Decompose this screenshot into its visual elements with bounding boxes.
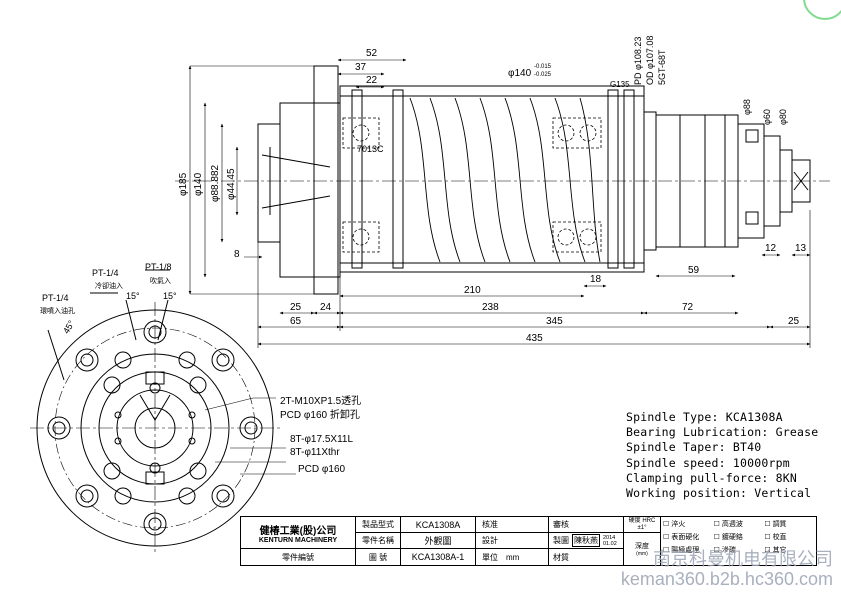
- port-air-code: PT-1/8: [145, 262, 172, 272]
- checkbox-icon: ☐: [713, 521, 722, 528]
- checkbox-icon: ☐: [764, 521, 773, 528]
- checkbox-icon: ☐: [713, 534, 722, 541]
- checkbox-icon: ☐: [764, 534, 773, 541]
- callout-pcd-removal: PCD φ160 折卸孔: [280, 410, 360, 421]
- spec-taper: Spindle Taper: BT40: [626, 440, 762, 455]
- company-cn: 健椿工業(股)公司: [259, 525, 337, 537]
- side-view: [175, 65, 830, 295]
- callout-pcd160: PCD φ160: [298, 464, 346, 475]
- review-label: 審核: [553, 520, 569, 529]
- checkbox-icon: ☐: [663, 547, 672, 554]
- checkbox-icon: ☐: [663, 534, 672, 541]
- dim-435: 435: [526, 333, 543, 344]
- company-cell: 健椿工業(股)公司 KENTURN MACHINERY: [241, 517, 356, 549]
- process-option[interactable]: ☐ 滲碳: [713, 547, 736, 554]
- unit-label: 單位: [482, 552, 498, 562]
- dim-22: 22: [366, 75, 378, 86]
- spec-clamping: Clamping pull-force: 8KN: [626, 470, 797, 485]
- watermark-cn: 南京科曼机电有限公司: [653, 549, 833, 569]
- spec-block: Spindle Type: KCA1308A Bearing Lubricati…: [626, 410, 818, 501]
- product-model: KCA1308A: [415, 519, 461, 530]
- process-options: ☐ 淬火 ☐ 高週波 ☐ 調質 ☐ 表面硬化 ☐ 鍍硬鉻 ☐ 校直 ☐ 陽極處理…: [663, 519, 815, 555]
- depth-label: 深度: [635, 543, 649, 550]
- end-view: [30, 269, 280, 555]
- tolerance-upper: -0.015: [534, 64, 552, 70]
- part-name: 外觀圖: [424, 536, 452, 546]
- dim-52: 52: [366, 48, 378, 59]
- dim-72: 72: [682, 302, 694, 313]
- dim-37: 37: [355, 62, 367, 73]
- callout-17-5: 8T-φ17.5X11L: [290, 434, 354, 445]
- material-label: 材質: [553, 552, 569, 562]
- dim-238: 238: [482, 302, 499, 313]
- angle-45: 45°: [61, 318, 77, 336]
- drawn-label: 製圖: [553, 536, 569, 545]
- drawn-by: 陳秋燕: [572, 534, 600, 547]
- spec-speed: Spindle speed: 10000rpm: [626, 455, 790, 470]
- part-name-label: 零件名稱: [362, 536, 394, 545]
- part-number-label-cell: 零件編號: [241, 549, 356, 566]
- spec-position: Working position: Vertical: [626, 486, 812, 501]
- dim-8: 8: [234, 249, 240, 260]
- checkbox-icon: ☐: [713, 547, 722, 554]
- dim-18: 18: [590, 274, 602, 285]
- process-option[interactable]: ☐ 鍍硬鉻: [713, 534, 743, 541]
- company-en: KENTURN MACHINERY: [258, 536, 338, 544]
- port-ring-code: PT-1/4: [42, 293, 69, 303]
- dimension-lines: [188, 58, 811, 348]
- drawing-no-label: 圖 號: [368, 552, 388, 562]
- port-coolant-desc: 冷卻油入: [95, 283, 123, 290]
- tolerance-lower: -0.025: [534, 72, 552, 78]
- depth-unit: (mm): [636, 551, 648, 557]
- callout-11: 8T-φ11Xthr: [290, 447, 340, 458]
- title-block: 健椿工業(股)公司 KENTURN MACHINERY 零件編號 製品型式 KC…: [240, 516, 817, 566]
- dim-345: 345: [546, 316, 563, 327]
- approve-label: 核准: [482, 520, 498, 529]
- angle-15b: 15°: [163, 291, 177, 301]
- hardness-tol: ±1°: [637, 524, 647, 531]
- process-option[interactable]: ☐ 其它: [764, 547, 787, 554]
- process-option[interactable]: ☐ 調質: [764, 521, 787, 528]
- design-label: 設計: [482, 536, 498, 545]
- dim-210: 210: [464, 285, 481, 296]
- drawing-no: KCA1308A-1: [411, 552, 465, 562]
- checkbox-icon: ☐: [764, 547, 773, 554]
- angle-15a: 15°: [126, 291, 140, 301]
- process-option[interactable]: ☐ 校直: [764, 534, 787, 541]
- date-md: 01.02: [603, 540, 617, 547]
- port-coolant-code: PT-1/4: [92, 268, 119, 278]
- tolerance-nominal: φ140: [508, 68, 532, 79]
- watermark: 南京科曼机电有限公司 keman360.b2b.hc360.com: [621, 549, 833, 589]
- dim-25b: 25: [788, 316, 800, 327]
- dim-65: 65: [290, 316, 302, 327]
- process-option[interactable]: ☐ 高週波: [713, 521, 743, 528]
- unit-value: mm: [506, 552, 520, 562]
- spec-type: Spindle Type: KCA1308A: [626, 410, 783, 424]
- process-option[interactable]: ☐ 表面硬化: [663, 534, 700, 541]
- dim-25a: 25: [290, 302, 302, 313]
- watermark-url: keman360.b2b.hc360.com: [620, 569, 833, 589]
- g135-label: G135: [610, 80, 630, 89]
- port-ring-desc: 環噴入油孔: [40, 308, 75, 315]
- dim-59: 59: [688, 265, 700, 276]
- spec-lubrication: Bearing Lubrication: Grease: [626, 425, 819, 440]
- process-option[interactable]: ☐ 陽極處理: [663, 547, 700, 554]
- dim-24: 24: [320, 302, 332, 313]
- bearing-label: 7013C: [357, 144, 384, 154]
- checkbox-icon: ☐: [663, 521, 672, 528]
- dim-12: 12: [765, 243, 777, 254]
- port-air-desc: 吹氣入: [150, 278, 171, 285]
- date-year: 2014: [603, 534, 616, 541]
- callout-m10: 2T-M10XP1.5透孔: [280, 396, 362, 407]
- process-option[interactable]: ☐ 淬火: [663, 521, 686, 528]
- dim-13: 13: [795, 243, 807, 254]
- product-model-label: 製品型式: [362, 520, 394, 529]
- hardness-label: 硬度 HRC: [628, 517, 656, 524]
